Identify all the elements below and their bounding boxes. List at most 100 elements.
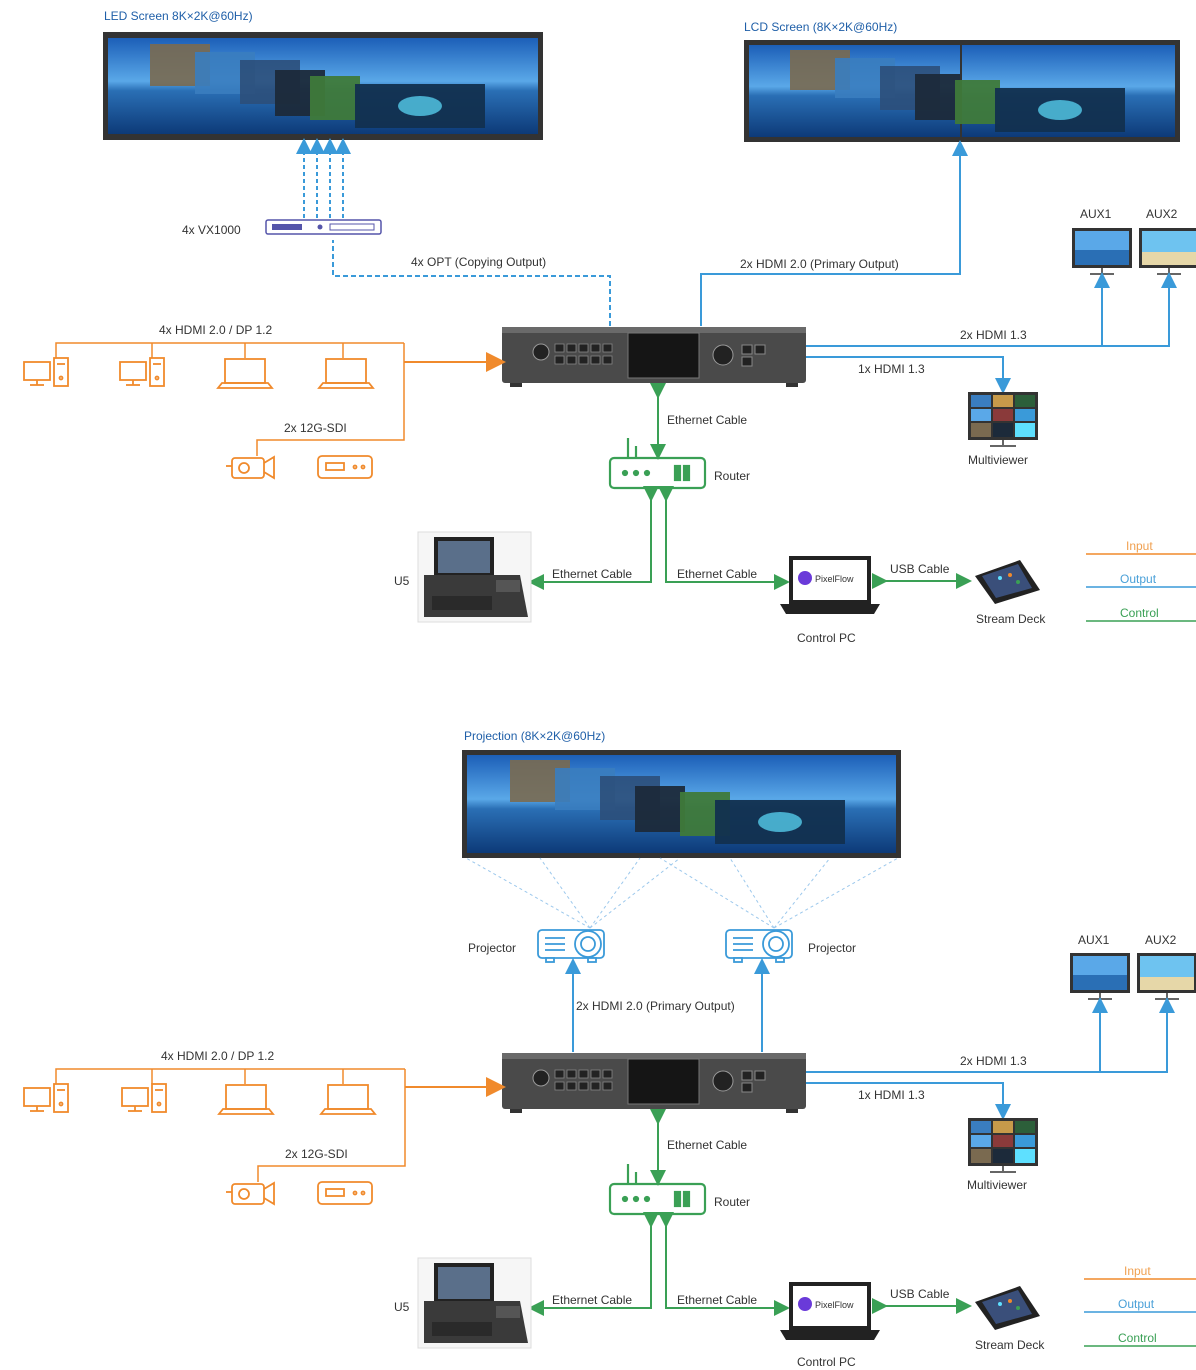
u5-label-bottom: U5 xyxy=(394,1300,410,1314)
u5-console-icon-bottom xyxy=(417,1257,532,1349)
projector-hdmi-lines xyxy=(565,958,770,1052)
control-pc-laptop-icon: PixelFlow xyxy=(780,556,880,614)
ethernet-u5-label-bottom: Ethernet Cable xyxy=(552,1293,632,1307)
legend-control-label-bottom: Control xyxy=(1118,1331,1157,1345)
legend-input-label: Input xyxy=(1126,539,1153,553)
lcd-screen xyxy=(744,40,1180,142)
usb-label-bottom: USB Cable xyxy=(890,1287,950,1301)
stream-deck-icon xyxy=(975,560,1040,604)
projection-screen xyxy=(462,750,901,858)
projector-hdmi-label: 2x HDMI 2.0 (Primary Output) xyxy=(576,999,735,1013)
pixelflow-logo-text-bottom: PixelFlow xyxy=(815,1300,854,1310)
video-camera-icon-bottom xyxy=(226,1181,275,1206)
aux1-label: AUX1 xyxy=(1080,207,1112,221)
opt-copying-line xyxy=(332,240,611,326)
laptop-icon-1 xyxy=(216,358,274,389)
inputs-sdi-label-bottom: 2x 12G-SDI xyxy=(285,1147,348,1161)
led-screen xyxy=(103,32,543,140)
aux-hdmi-lines-bottom xyxy=(806,997,1175,1073)
u5-label: U5 xyxy=(394,574,410,588)
bottom-section: Projection (8K×2K@60Hz) Projector xyxy=(23,729,1196,1369)
aux-hdmi-label-bottom: 2x HDMI 1.3 xyxy=(960,1054,1027,1068)
aux2-label-bottom: AUX2 xyxy=(1145,933,1177,947)
desktop-pc-icon-1-bottom xyxy=(23,1083,69,1113)
legend-control-label: Control xyxy=(1120,606,1159,620)
aux2-monitor-icon-bottom xyxy=(1137,953,1196,1000)
aux-hdmi-label: 2x HDMI 1.3 xyxy=(960,328,1027,342)
legend-input-label-bottom: Input xyxy=(1124,1264,1151,1278)
ethernet-u5-label: Ethernet Cable xyxy=(552,567,632,581)
control-pc-label: Control PC xyxy=(797,631,856,645)
top-section: LED Screen 8K×2K@60Hz) LCD Screen (8K×2K… xyxy=(23,9,1196,645)
u5-console-icon xyxy=(417,531,532,623)
router-label-bottom: Router xyxy=(714,1195,750,1209)
projector-left-label: Projector xyxy=(468,941,516,955)
vx1000-label: 4x VX1000 xyxy=(182,223,241,237)
input-bus-lines-bottom xyxy=(55,1068,506,1182)
usb-label: USB Cable xyxy=(890,562,950,576)
inputs-hdmi-label: 4x HDMI 2.0 / DP 1.2 xyxy=(159,323,272,337)
video-processor-icon xyxy=(502,327,806,387)
multiviewer-icon-bottom xyxy=(968,1118,1038,1173)
laptop-icon-1-bottom xyxy=(217,1084,275,1115)
legend-output-label: Output xyxy=(1120,572,1157,586)
ethernet-pc-label-bottom: Ethernet Cable xyxy=(677,1293,757,1307)
hdmi-primary-line xyxy=(700,140,968,326)
aux1-monitor-icon xyxy=(1072,228,1132,275)
multiviewer-line-bottom xyxy=(806,1082,1011,1120)
multiviewer-line xyxy=(806,356,1011,394)
sdi-source-device-icon-bottom xyxy=(317,1181,373,1205)
sdi-source-device-icon xyxy=(317,455,373,479)
projector-left-icon xyxy=(537,929,605,963)
control-pc-label-bottom: Control PC xyxy=(797,1355,856,1369)
aux1-label-bottom: AUX1 xyxy=(1078,933,1110,947)
multiviewer-icon xyxy=(968,392,1038,447)
inputs-sdi-label: 2x 12G-SDI xyxy=(284,421,347,435)
stream-deck-icon-bottom xyxy=(975,1286,1040,1330)
legend-output-label-bottom: Output xyxy=(1118,1297,1155,1311)
video-processor-icon-bottom xyxy=(502,1053,806,1113)
legend: Input Output Control xyxy=(1086,539,1196,622)
router-icon-bottom xyxy=(608,1164,707,1216)
router-u5-link-bottom xyxy=(528,1212,659,1316)
laptop-icon-2 xyxy=(317,358,375,389)
router-label: Router xyxy=(714,469,750,483)
desktop-pc-icon-2 xyxy=(119,357,165,387)
projector-right-icon xyxy=(725,929,793,963)
projection-beams xyxy=(465,857,899,929)
video-camera-icon xyxy=(226,455,275,480)
laptop-icon-2-bottom xyxy=(319,1084,377,1115)
ethernet-pc-label: Ethernet Cable xyxy=(677,567,757,581)
router-pc-link-bottom xyxy=(658,1212,790,1316)
projection-label: Projection (8K×2K@60Hz) xyxy=(464,729,605,743)
aux2-label: AUX2 xyxy=(1146,207,1178,221)
ethernet-main-label: Ethernet Cable xyxy=(667,413,747,427)
multiviewer-hdmi-label: 1x HDMI 1.3 xyxy=(858,362,925,376)
desktop-pc-icon-1 xyxy=(23,357,69,387)
vx1000-device-icon xyxy=(265,219,382,235)
hdmi-primary-label: 2x HDMI 2.0 (Primary Output) xyxy=(740,257,899,271)
aux1-monitor-icon-bottom xyxy=(1070,953,1130,1000)
inputs-hdmi-label-bottom: 4x HDMI 2.0 / DP 1.2 xyxy=(161,1049,274,1063)
stream-deck-label: Stream Deck xyxy=(976,612,1046,626)
multiviewer-label-bottom: Multiviewer xyxy=(967,1178,1027,1192)
multiviewer-hdmi-label-bottom: 1x HDMI 1.3 xyxy=(858,1088,925,1102)
multiviewer-label: Multiviewer xyxy=(968,453,1028,467)
router-pc-link xyxy=(658,486,790,590)
router-u5-link xyxy=(528,486,659,590)
projector-right-label: Projector xyxy=(808,941,856,955)
led-screen-label: LED Screen 8K×2K@60Hz) xyxy=(104,9,253,23)
opt-label: 4x OPT (Copying Output) xyxy=(411,255,546,269)
aux-hdmi-lines xyxy=(806,272,1177,347)
vx1000-to-led-arrows xyxy=(296,138,351,218)
desktop-pc-icon-2-bottom xyxy=(121,1083,167,1113)
legend-bottom: Input Output Control xyxy=(1084,1264,1196,1347)
pixelflow-logo-text: PixelFlow xyxy=(815,574,854,584)
input-bus-lines xyxy=(55,342,506,456)
aux2-monitor-icon xyxy=(1139,228,1196,275)
stream-deck-label-bottom: Stream Deck xyxy=(975,1338,1045,1352)
lcd-screen-label: LCD Screen (8K×2K@60Hz) xyxy=(744,20,897,34)
ethernet-main-label-bottom: Ethernet Cable xyxy=(667,1138,747,1152)
control-pc-laptop-icon-bottom: PixelFlow xyxy=(780,1282,880,1340)
